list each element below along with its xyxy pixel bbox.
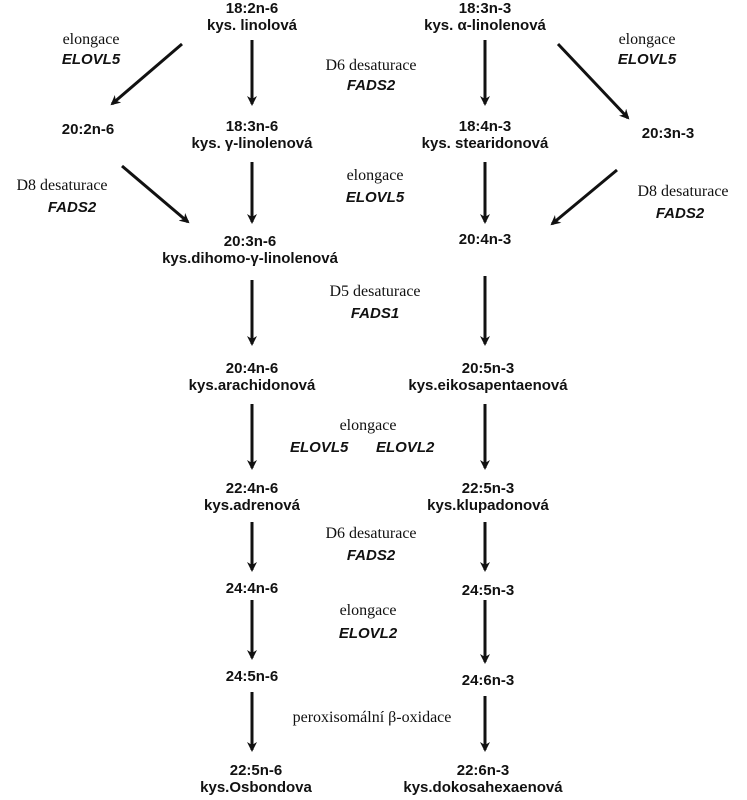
step-process-elongation-right: elongace: [618, 31, 676, 48]
node-linoleic-acid: 18:2n-6 kys. linolová: [207, 0, 297, 35]
node-code: 18:3n-3: [458, 0, 512, 17]
step-gene-fads2-left: FADS2: [47, 199, 97, 216]
step-gene-elovl5-left: ELOVL5: [61, 51, 121, 68]
step-gene-elovl5-second: ELOVL5: [290, 439, 349, 456]
step-process-d5-desaturation: D5 desaturace: [329, 283, 421, 300]
node-name: kys.klupadonová: [427, 497, 549, 515]
node-20-2n6: 20:2n-6: [62, 121, 115, 138]
arrow-ala-to-20-3n3: [556, 42, 630, 120]
node-adrenic-acid: 22:4n-6 kys.adrenová: [204, 480, 300, 515]
node-name: kys. linolová: [206, 17, 298, 35]
node-name: kys.arachidonová: [188, 377, 316, 395]
step-process-d8-desaturation-right: D8 desaturace: [637, 183, 729, 200]
node-docosahexaenoic-acid: 22:6n-3 kys.dokosahexaenová: [403, 762, 562, 797]
step-gene-elovl2-first: ELOVL2: [376, 439, 435, 456]
node-code: 18:3n-6: [225, 118, 279, 135]
node-20-3n3: 20:3n-3: [642, 125, 695, 142]
node-name: kys.eikosapentaenová: [408, 377, 568, 395]
node-name: kys. α-linolenová: [424, 17, 546, 35]
node-24-6n3: 24:6n-3: [462, 672, 515, 689]
step-gene-fads2-low: FADS2: [346, 547, 396, 564]
node-code: 20:4n-3: [458, 231, 512, 248]
arrow-20-2n6-to-dgla: [121, 164, 190, 224]
node-arachidonic-acid: 20:4n-6 kys.arachidonová: [189, 360, 316, 395]
node-code: 24:5n-6: [225, 668, 279, 685]
step-process-d6-desaturation-top: D6 desaturace: [325, 57, 417, 74]
node-name: kys.adrenová: [204, 497, 300, 515]
step-process-d6-desaturation-low: D6 desaturace: [325, 525, 417, 542]
step-process-elongation-2: elongace: [339, 417, 397, 434]
node-gamma-linolenic-acid: 18:3n-6 kys. γ-linolenová: [192, 118, 313, 153]
node-code: 22:4n-6: [225, 480, 279, 497]
node-name: kys. γ-linolenová: [191, 135, 313, 153]
node-code: 24:4n-6: [225, 580, 279, 597]
node-name: kys.Osbondova: [200, 779, 312, 797]
node-code: 24:5n-3: [461, 582, 515, 599]
step-gene-fads2-top: FADS2: [346, 77, 396, 94]
node-clupanodonic-acid: 22:5n-3 kys.klupadonová: [427, 480, 549, 515]
node-code: 18:4n-3: [458, 118, 512, 135]
node-24-4n6: 24:4n-6: [226, 580, 279, 597]
node-dihomo-gamma-linolenic-acid: 20:3n-6 kys.dihomo-γ-linolenová: [162, 233, 338, 268]
node-24-5n3: 24:5n-3: [462, 582, 515, 599]
node-code: 20:2n-6: [61, 121, 115, 138]
node-code: 22:5n-6: [229, 762, 283, 779]
step-process-elongation-3: elongace: [339, 602, 397, 619]
node-name: kys.dokosahexaenová: [403, 779, 563, 797]
arrow-20-3n3-to-20-4n3: [550, 168, 618, 226]
step-process-peroxisomal-beta-oxidation: peroxisomální β-oxidace: [292, 709, 452, 726]
node-eicosapentaenoic-acid: 20:5n-3 kys.eikosapentaenová: [408, 360, 567, 395]
node-name: kys. stearidonová: [421, 135, 549, 153]
step-process-elongation-mid: elongace: [346, 167, 404, 184]
node-stearidonic-acid: 18:4n-3 kys. stearidonová: [422, 118, 549, 153]
arrow-la-to-20-2n6: [110, 42, 183, 106]
step-gene-elovl5-right: ELOVL5: [617, 51, 677, 68]
node-code: 20:3n-3: [641, 125, 695, 142]
node-code: 18:2n-6: [225, 0, 279, 17]
step-gene-fads2-right: FADS2: [655, 205, 705, 222]
node-code: 24:6n-3: [461, 672, 515, 689]
node-code: 20:3n-6: [223, 233, 277, 250]
step-process-d8-desaturation-left: D8 desaturace: [16, 177, 108, 194]
step-process-elongation-left: elongace: [62, 31, 120, 48]
node-20-4n3: 20:4n-3: [459, 231, 512, 248]
node-alpha-linolenic-acid: 18:3n-3 kys. α-linolenová: [424, 0, 546, 35]
node-24-5n6: 24:5n-6: [226, 668, 279, 685]
step-gene-elovl2-second: ELOVL2: [338, 625, 398, 642]
node-code: 22:6n-3: [456, 762, 510, 779]
node-name: kys.dihomo-γ-linolenová: [162, 250, 338, 268]
node-code: 20:4n-6: [225, 360, 279, 377]
node-code: 22:5n-3: [461, 480, 515, 497]
step-gene-fads1: FADS1: [350, 305, 400, 322]
node-code: 20:5n-3: [461, 360, 515, 377]
step-gene-elovl5-mid: ELOVL5: [345, 189, 405, 206]
node-osbond-acid: 22:5n-6 kys.Osbondova: [200, 762, 312, 797]
